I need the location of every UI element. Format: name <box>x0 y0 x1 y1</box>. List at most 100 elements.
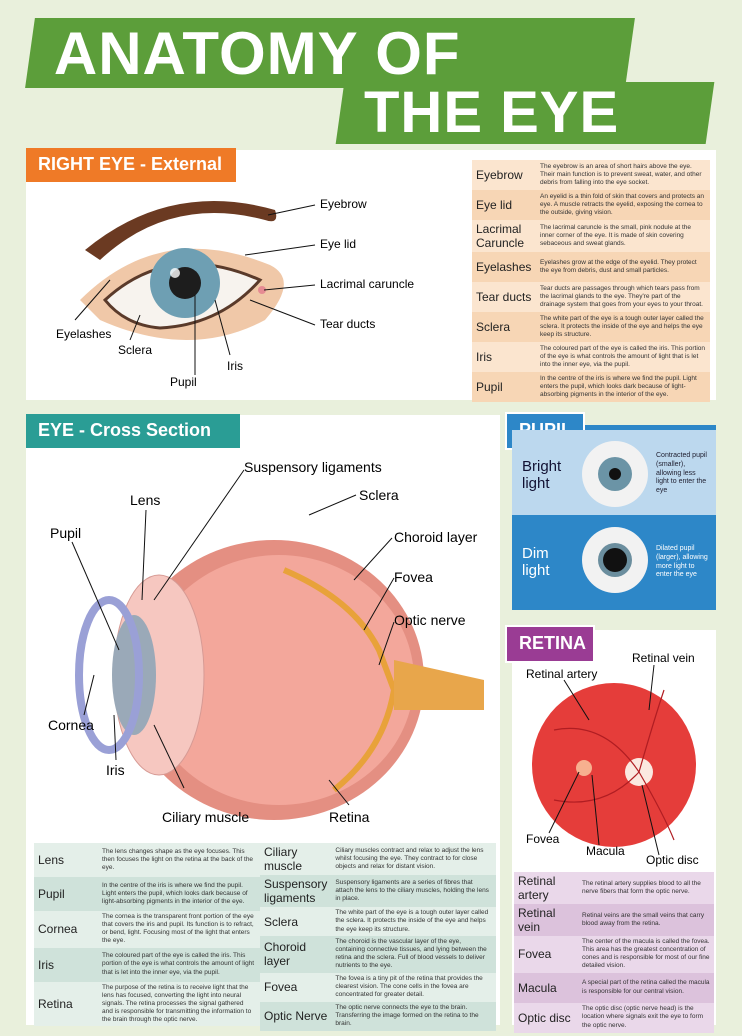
row-desc: The optic disc (optic nerve head) is the… <box>582 1005 704 1029</box>
label-cornea: Cornea <box>48 717 94 733</box>
label-choroid: Choroid layer <box>394 529 478 545</box>
label-sclera-ext: Sclera <box>118 343 152 357</box>
label-iris-cross: Iris <box>106 762 125 778</box>
row-term: Lacrimal Caruncle <box>476 222 525 250</box>
row-term: Iris <box>38 957 54 972</box>
row-desc: The center of the macula is called the f… <box>582 938 710 970</box>
row-term: Eyebrow <box>476 168 523 182</box>
optic-nerve-shape <box>394 660 484 710</box>
row-desc: The eyebrow is an area of short hairs ab… <box>540 162 702 187</box>
table-row: Tear ducts Tear ducts are passages throug… <box>472 282 710 312</box>
dim-light-label: Dim light <box>522 545 550 579</box>
table-row: Lens The lens changes shape as the eye fo… <box>34 843 260 877</box>
cross-section-illustration: Suspensory ligaments Lens Sclera Pupil C… <box>48 459 484 825</box>
row-term: Pupil <box>476 380 503 394</box>
row-term: Lens <box>38 853 65 867</box>
row-term: Retina <box>38 996 73 1011</box>
table-row: Sclera The white part of the eye is a tou… <box>260 907 496 936</box>
bright-light-desc: Contracted pupil (smaller), allowing les… <box>656 452 707 494</box>
title-line-1: ANATOMY OF <box>25 18 635 88</box>
table-row: Iris The coloured part of the eye is call… <box>34 947 260 982</box>
row-desc: Eyelashes grow at the edge of the eyelid… <box>540 258 697 274</box>
table-row: Eyebrow The eyebrow is an area of short h… <box>472 160 710 190</box>
row-desc: The white part of the eye is a tough out… <box>540 314 704 339</box>
label-tearducts: Tear ducts <box>320 317 375 331</box>
row-desc: The white part of the eye is a tough out… <box>335 909 489 933</box>
row-desc: The coloured part of the eye is called t… <box>102 952 255 976</box>
table-row: Retinal vein Retinal veins are the small … <box>514 904 714 936</box>
row-desc: An eyelid is a thin fold of skin that co… <box>540 192 705 217</box>
row-term: Macula <box>518 980 557 995</box>
row-desc: The lacrimal caruncle is the small, pink… <box>540 223 692 248</box>
row-desc: Retinal veins are the small veins that c… <box>582 911 705 927</box>
row-desc: The optic nerve connects the eye to the … <box>335 1003 479 1028</box>
row-desc: The coloured part of the eye is called t… <box>540 344 705 369</box>
label-retina-cross: Retina <box>329 809 370 825</box>
table-row: Pupil In the centre of the iris is where … <box>34 877 260 911</box>
row-term: Optic disc <box>518 1010 571 1025</box>
dim-light-desc: Dilated pupil (larger), allowing more li… <box>656 545 708 579</box>
table-row: Fovea The center of the macula is called … <box>514 936 714 973</box>
label-pupil-cross: Pupil <box>50 525 81 541</box>
row-desc: In the centre of the iris is where we fi… <box>102 881 248 906</box>
cross-table-left: Lens The lens changes shape as the eye fo… <box>34 843 260 1027</box>
retina-illustration: Retinal artery Retinal vein Fovea Macula… <box>526 651 699 867</box>
row-desc: The fovea is a tiny pit of the retina th… <box>335 974 483 999</box>
row-term: Eyelashes <box>476 260 532 274</box>
bright-light-label: Bright light <box>522 458 562 492</box>
row-term: Pupil <box>38 887 65 901</box>
label-fovea-cross: Fovea <box>394 569 433 585</box>
row-term: Ciliary muscle <box>264 845 303 873</box>
bright-pupil-eye <box>582 441 648 507</box>
label-eyelid: Eye lid <box>320 237 356 251</box>
external-eye-illustration: Eyebrow Eye lid Lacrimal caruncle Tear d… <box>56 197 414 389</box>
label-iris-ext: Iris <box>227 359 243 373</box>
row-term: Suspensory ligaments <box>264 877 328 905</box>
row-term: Retinal vein <box>518 906 556 934</box>
row-term: Retinal artery <box>518 874 556 902</box>
row-desc: The retinal artery supplies blood to all… <box>582 879 701 895</box>
row-desc: The lens changes shape as the eye focuse… <box>102 847 254 872</box>
row-term: Tear ducts <box>476 290 532 304</box>
label-lens: Lens <box>130 492 160 508</box>
row-term: Choroid layer <box>264 940 307 969</box>
dim-pupil-eye <box>582 527 648 593</box>
row-term: Eye lid <box>476 198 513 212</box>
table-row: Fovea The fovea is a tiny pit of the reti… <box>260 972 496 1002</box>
row-desc: In the centre of the iris is where we fi… <box>540 374 697 399</box>
cornea-shape <box>75 596 143 754</box>
external-banner: RIGHT EYE - External <box>26 148 236 182</box>
macula-shape <box>576 760 592 776</box>
label-eyebrow: Eyebrow <box>320 197 367 211</box>
row-term: Optic Nerve <box>264 1009 328 1023</box>
label-eyelashes: Eyelashes <box>56 327 111 341</box>
retina-banner: RETINA <box>505 625 595 663</box>
external-table: Eyebrow The eyebrow is an area of short h… <box>472 160 710 402</box>
table-row: Optic disc The optic disc (optic nerve he… <box>514 1002 714 1033</box>
retina-table: Retinal artery The retinal artery supplie… <box>514 872 714 1033</box>
cross-banner: EYE - Cross Section <box>26 414 240 448</box>
row-desc: Tear ducts are passages through which te… <box>540 284 703 309</box>
label-pupil-ext: Pupil <box>170 375 197 389</box>
eyebrow-shape <box>85 201 277 260</box>
table-row: Eyelashes Eyelashes grow at the edge of t… <box>472 252 710 282</box>
label-retinal-artery: Retinal artery <box>526 667 597 681</box>
label-optic-disc: Optic disc <box>646 853 699 867</box>
row-desc: The purpose of the retina is to receive … <box>102 983 252 1024</box>
row-term: Sclera <box>264 914 299 929</box>
row-term: Fovea <box>264 980 298 994</box>
lens-shape <box>112 615 156 735</box>
table-row: Optic Nerve The optic nerve connects the … <box>260 1001 496 1031</box>
row-term: Fovea <box>518 947 552 962</box>
row-term: Cornea <box>38 922 78 937</box>
label-retinal-vein: Retinal vein <box>632 651 695 665</box>
table-row: Lacrimal Caruncle The lacrimal caruncle i… <box>472 220 710 252</box>
table-row: Retinal artery The retinal artery supplie… <box>514 872 714 904</box>
